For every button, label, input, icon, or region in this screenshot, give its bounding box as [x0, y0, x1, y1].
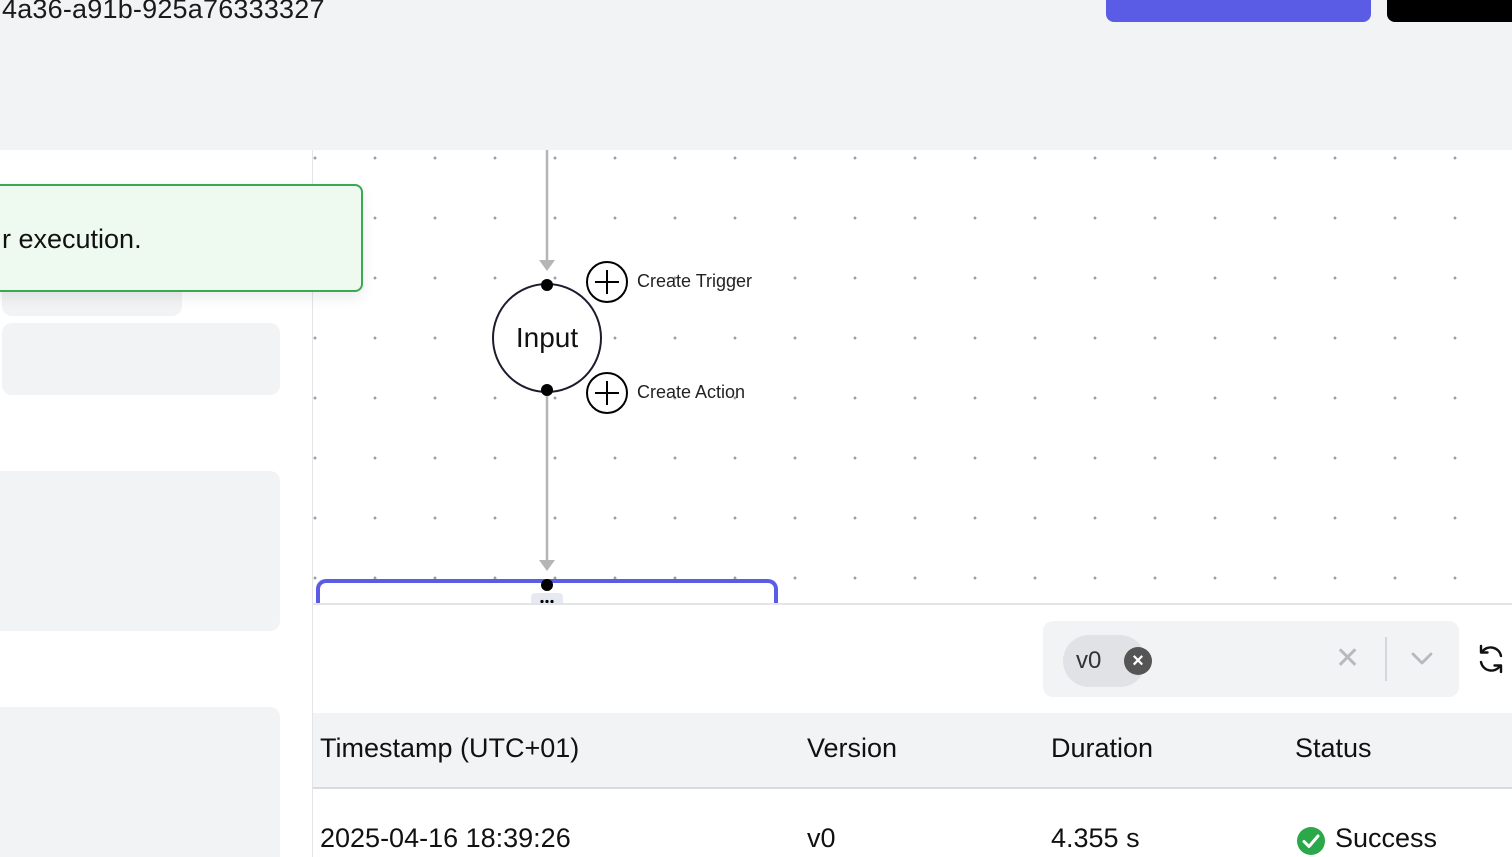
cell-version: v0: [807, 823, 836, 853]
create-action-plus-icon[interactable]: [586, 372, 628, 414]
version-filter-select[interactable]: v0 × ✕: [1043, 621, 1459, 697]
workflow-canvas[interactable]: Input Create Trigger Create Action: [313, 150, 1512, 603]
column-header-status[interactable]: Status: [1295, 733, 1372, 763]
create-trigger-label[interactable]: Create Trigger: [637, 271, 753, 291]
create-action-label[interactable]: Create Action: [637, 382, 746, 402]
edges-layer: [539, 150, 555, 571]
filter-divider: [1385, 637, 1387, 681]
skeleton-block: [0, 707, 280, 857]
input-node-label: Input: [515, 322, 579, 353]
primary-action-button[interactable]: [1106, 0, 1371, 22]
version-chip: v0 ×: [1063, 635, 1152, 687]
cell-timestamp: 2025-04-16 18:39:26: [320, 823, 571, 853]
create-trigger-plus-icon[interactable]: [586, 261, 628, 303]
toast-notification: r execution.: [0, 184, 363, 292]
next-node-handle[interactable]: [541, 579, 553, 591]
executions-table-header: Timestamp (UTC+01) Version Duration Stat…: [313, 713, 1512, 789]
input-node-bottom-handle[interactable]: [541, 384, 553, 396]
skeleton-block: [0, 471, 280, 631]
version-chip-label: v0: [1076, 647, 1102, 674]
check-circle-icon: [1297, 827, 1325, 855]
column-header-duration[interactable]: Duration: [1051, 733, 1154, 763]
column-header-timestamp[interactable]: Timestamp (UTC+01): [320, 733, 580, 763]
input-node-top-handle[interactable]: [541, 279, 553, 291]
input-node[interactable]: Input: [492, 283, 602, 393]
executions-panel: v0 × ✕ Timestamp (UTC+01) Version Durati…: [313, 603, 1512, 857]
clear-icon[interactable]: ✕: [1335, 642, 1361, 675]
close-circle-icon[interactable]: ×: [1124, 647, 1152, 675]
toast-message: r execution.: [2, 224, 142, 254]
column-header-version[interactable]: Version: [807, 733, 898, 763]
cell-status: Success: [1335, 823, 1438, 853]
chevron-down-icon[interactable]: [1409, 645, 1435, 671]
refresh-icon[interactable]: [1475, 643, 1507, 675]
cell-duration: 4.355 s: [1051, 823, 1140, 853]
skeleton-block: [2, 323, 280, 395]
workflow-id: 4a36-a91b-925a76333327: [2, 0, 325, 24]
secondary-action-button[interactable]: [1387, 0, 1512, 22]
